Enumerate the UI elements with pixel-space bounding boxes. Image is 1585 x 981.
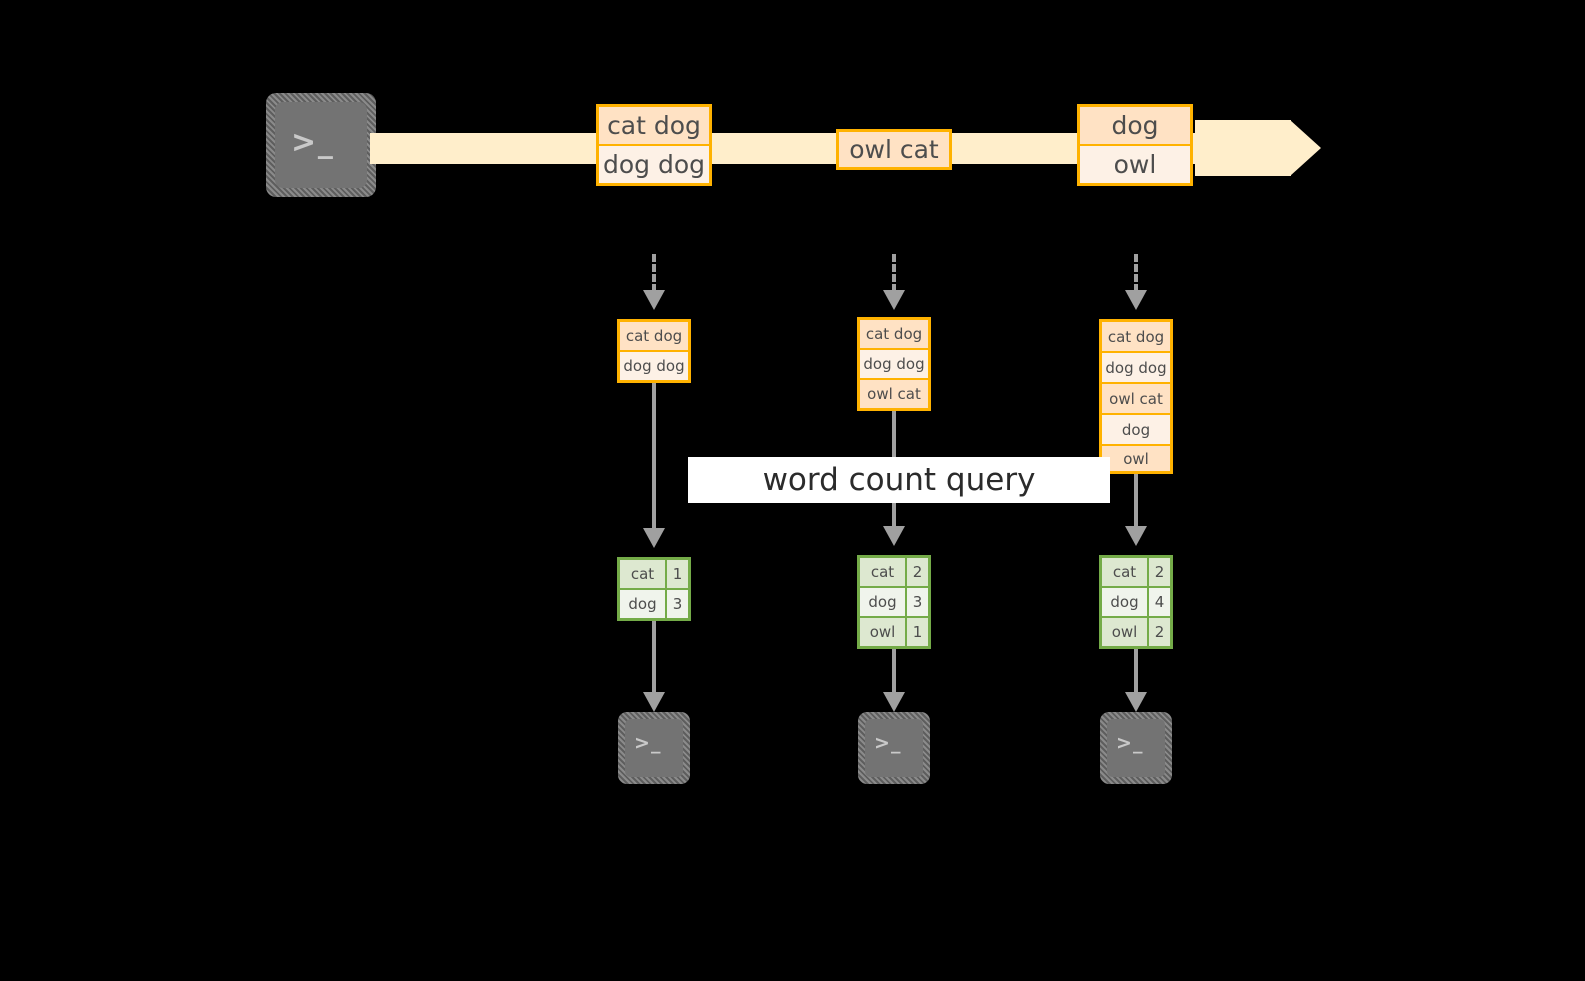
pipeline-3-sink-line	[1134, 649, 1138, 697]
stream-arrow-head	[1290, 120, 1321, 176]
pipeline-3-result-table: cat 2 dog 4 owl 2	[1099, 555, 1173, 649]
pipeline-2-query-arrowhead	[883, 526, 905, 546]
pipeline-3-query-arrowhead	[1125, 526, 1147, 546]
input-row: dog dog	[1102, 353, 1170, 384]
sink-terminal-screen: >_	[1107, 719, 1165, 777]
result-count: 3	[667, 590, 688, 618]
pipeline-1-sink-terminal-icon: >_	[618, 712, 690, 784]
pipeline-2-trigger-arrowhead	[883, 290, 905, 310]
pipeline-1-query-line	[652, 383, 656, 538]
result-row: owl 1	[860, 618, 928, 646]
input-row: cat dog	[1102, 322, 1170, 353]
result-row: cat 1	[620, 560, 688, 590]
stream-batch-3: dog owl	[1077, 104, 1193, 186]
result-count: 3	[907, 588, 928, 616]
result-row: dog 3	[860, 588, 928, 618]
stream-batch-1: cat dog dog dog	[596, 104, 712, 186]
pipeline-3-sink-terminal-icon: >_	[1100, 712, 1172, 784]
stream-arrow-shaft-thick	[1195, 120, 1291, 176]
pipeline-1-query-arrowhead	[643, 528, 665, 548]
input-row: dog	[1102, 415, 1170, 446]
pipeline-2-trigger-line	[892, 254, 896, 292]
query-label-text: word count query	[762, 462, 1036, 498]
pipeline-2-result-table: cat 2 dog 3 owl 1	[857, 555, 931, 649]
stream-batch-3-line: owl	[1080, 146, 1190, 183]
pipeline-3-trigger-arrowhead	[1125, 290, 1147, 310]
pipeline-1-result-table: cat 1 dog 3	[617, 557, 691, 621]
input-row: dog dog	[620, 352, 688, 380]
result-word: dog	[1102, 588, 1149, 616]
pipeline-2-sink-arrowhead	[883, 692, 905, 712]
result-row: cat 2	[860, 558, 928, 588]
stream-batch-2: owl cat	[836, 129, 952, 170]
pipeline-1-input-table: cat dog dog dog	[617, 319, 691, 383]
stream-batch-2-line: owl cat	[839, 132, 949, 167]
sink-terminal-prompt: >_	[1116, 732, 1144, 754]
source-terminal-screen: >_	[275, 102, 367, 188]
input-row: owl cat	[1102, 384, 1170, 415]
result-word: cat	[860, 558, 907, 586]
input-row: cat dog	[620, 322, 688, 352]
result-word: owl	[860, 618, 907, 646]
result-row: cat 2	[1102, 558, 1170, 588]
input-row: owl cat	[860, 380, 928, 408]
query-label-band: word count query	[688, 457, 1110, 503]
result-row: dog 4	[1102, 588, 1170, 618]
input-row: cat dog	[860, 320, 928, 350]
pipeline-2-sink-terminal-icon: >_	[858, 712, 930, 784]
pipeline-2-input-table: cat dog dog dog owl cat	[857, 317, 931, 411]
stream-batch-1-line: dog dog	[599, 146, 709, 183]
result-word: dog	[620, 590, 667, 618]
result-count: 1	[667, 560, 688, 588]
result-word: cat	[1102, 558, 1149, 586]
sink-terminal-screen: >_	[865, 719, 923, 777]
result-word: cat	[620, 560, 667, 588]
result-row: owl 2	[1102, 618, 1170, 646]
stream-batch-1-line: cat dog	[599, 107, 709, 146]
pipeline-3-query-line	[1134, 474, 1138, 536]
sink-terminal-prompt: >_	[634, 732, 662, 754]
result-count: 4	[1149, 588, 1170, 616]
pipeline-1-sink-arrowhead	[643, 692, 665, 712]
sink-terminal-screen: >_	[625, 719, 683, 777]
result-count: 2	[907, 558, 928, 586]
input-row: dog dog	[860, 350, 928, 380]
result-row: dog 3	[620, 590, 688, 618]
stream-batch-3-line: dog	[1080, 107, 1190, 146]
source-terminal-icon: >_	[266, 93, 376, 197]
result-word: dog	[860, 588, 907, 616]
pipeline-2-sink-line	[892, 649, 896, 697]
result-count: 1	[907, 618, 928, 646]
pipeline-3-trigger-line	[1134, 254, 1138, 292]
pipeline-1-trigger-line	[652, 254, 656, 292]
pipeline-1-trigger-arrowhead	[643, 290, 665, 310]
input-row: owl	[1102, 446, 1170, 471]
source-terminal-prompt: >_	[291, 125, 335, 160]
pipeline-3-sink-arrowhead	[1125, 692, 1147, 712]
result-word: owl	[1102, 618, 1149, 646]
result-count: 2	[1149, 618, 1170, 646]
pipeline-3-input-table: cat dog dog dog owl cat dog owl	[1099, 319, 1173, 474]
pipeline-1-sink-line	[652, 621, 656, 697]
sink-terminal-prompt: >_	[874, 732, 902, 754]
result-count: 2	[1149, 558, 1170, 586]
